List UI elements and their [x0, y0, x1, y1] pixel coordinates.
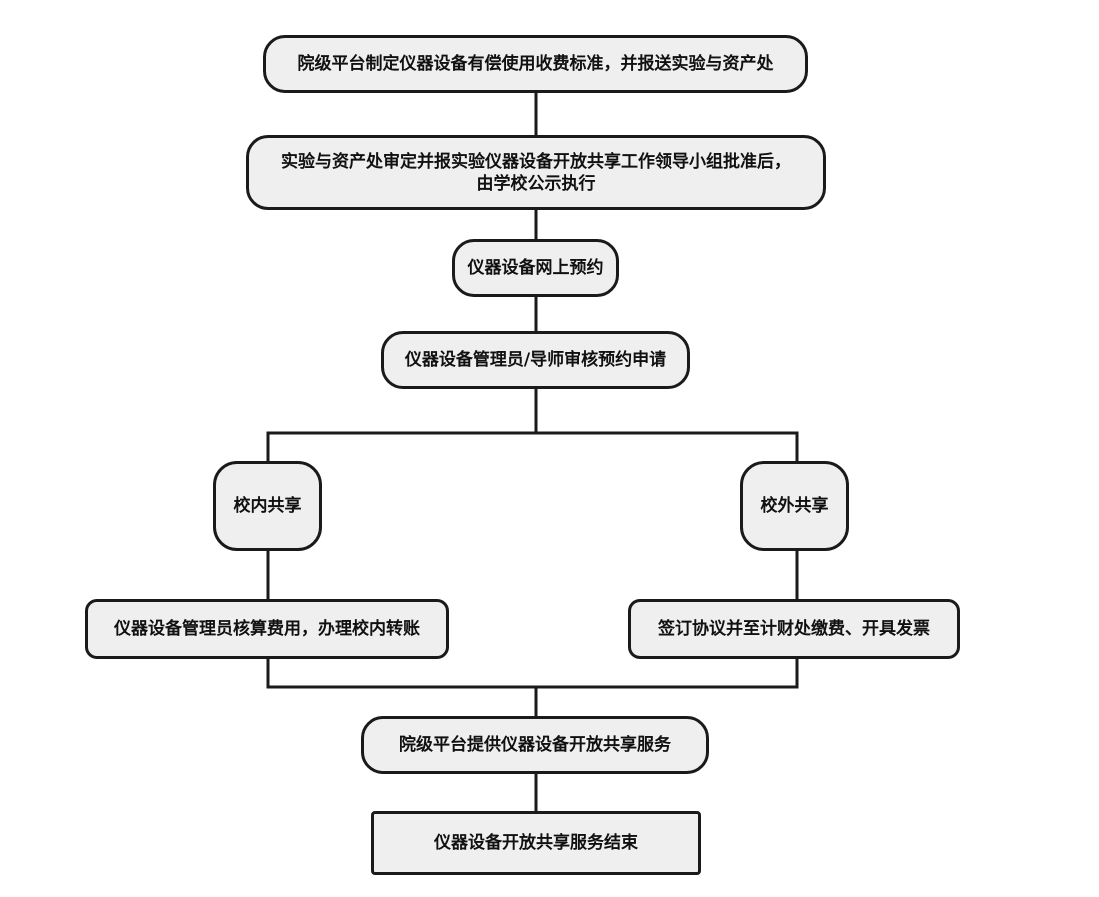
- branch-external-sharing-label: 校外共享: [760, 496, 829, 516]
- step-set-fee-standard: 院级平台制定仪器设备有偿使用收费标准，并报送实验与资产处: [263, 35, 808, 93]
- step-approval-publish-line2: 由学校公示执行: [476, 173, 596, 194]
- branch-internal-sharing: 校内共享: [213, 461, 322, 551]
- step-online-reservation-label: 仪器设备网上预约: [467, 258, 604, 278]
- step-set-fee-standard-label: 院级平台制定仪器设备有偿使用收费标准，并报送实验与资产处: [297, 54, 774, 74]
- step-internal-transfer: 仪器设备管理员核算费用，办理校内转账: [85, 599, 449, 659]
- branch-internal-sharing-label: 校内共享: [233, 496, 302, 516]
- step-external-payment-label: 签订协议并至计财处缴费、开具发票: [658, 619, 930, 639]
- step-approval-publish: 实验与资产处审定并报实验仪器设备开放共享工作领导小组批准后， 由学校公示执行: [246, 135, 826, 210]
- step-provide-service-label: 院级平台提供仪器设备开放共享服务: [399, 735, 671, 755]
- step-internal-transfer-label: 仪器设备管理员核算费用，办理校内转账: [114, 619, 420, 639]
- step-approval-publish-label: 实验与资产处审定并报实验仪器设备开放共享工作领导小组批准后， 由学校公示执行: [281, 151, 791, 195]
- step-external-payment: 签订协议并至计财处缴费、开具发票: [628, 599, 960, 659]
- step-online-reservation: 仪器设备网上预约: [452, 239, 619, 297]
- step-service-end-label: 仪器设备开放共享服务结束: [434, 833, 638, 853]
- step-provide-service: 院级平台提供仪器设备开放共享服务: [361, 716, 709, 774]
- step-approval-publish-line1: 实验与资产处审定并报实验仪器设备开放共享工作领导小组批准后，: [281, 151, 791, 172]
- step-review-reservation: 仪器设备管理员/导师审核预约申请: [381, 331, 690, 389]
- step-service-end: 仪器设备开放共享服务结束: [371, 811, 701, 875]
- branch-external-sharing: 校外共享: [740, 461, 849, 551]
- step-review-reservation-label: 仪器设备管理员/导师审核预约申请: [404, 350, 667, 370]
